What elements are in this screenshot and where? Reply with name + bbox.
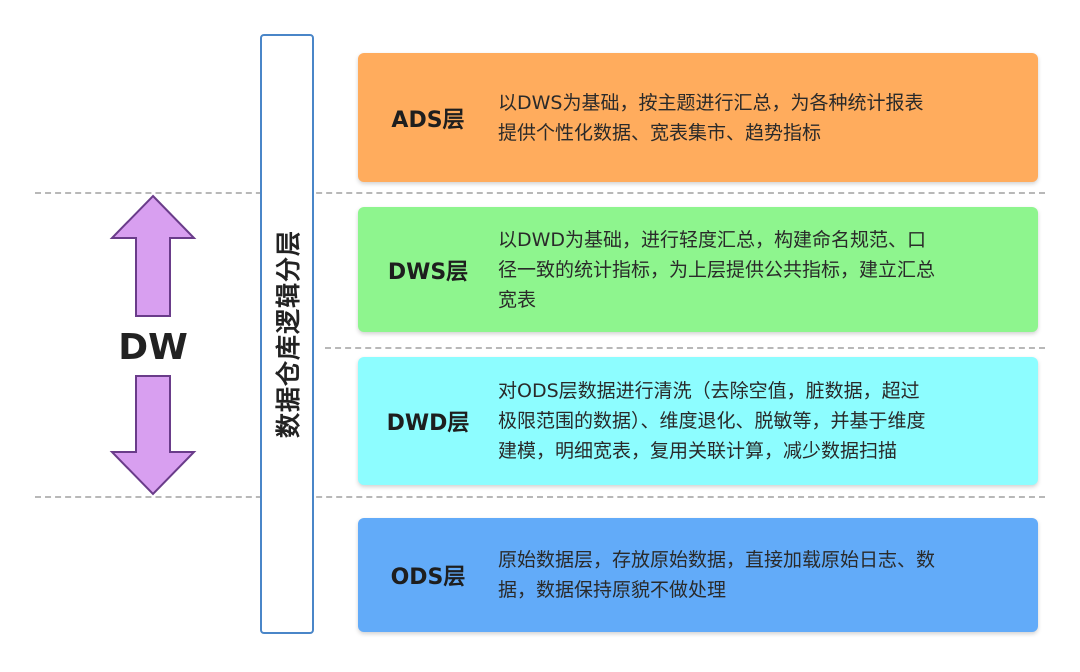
separator-line-dws-dwd <box>325 347 1045 349</box>
layer-name: DWD层 <box>386 411 470 436</box>
layer-dwd: DWD层 对ODS层数据进行清洗（去除空值，脏数据，超过极限范围的数据）、维度退… <box>358 357 1038 485</box>
layer-name: ODS层 <box>390 565 466 590</box>
layer-description: 原始数据层，存放原始数据，直接加载原始日志、数据，数据保持原貌不做处理 <box>498 549 936 601</box>
separator-line-ads-dws <box>35 192 1045 194</box>
layer-name: DWS层 <box>387 259 469 285</box>
side-label: 数据仓库逻辑分层 <box>274 229 303 439</box>
down-arrow-icon <box>109 375 197 496</box>
separator-line-dwd-ods <box>35 496 1045 498</box>
up-arrow-icon <box>109 194 197 317</box>
layer-description: 以DWD为基础，进行轻度汇总，构建命名规范、口径一致的统计指标，为上层提供公共指… <box>498 228 936 311</box>
layer-description: 以DWS为基础，按主题进行汇总，为各种统计报表提供个性化数据、宽表集市、趋势指标 <box>498 91 924 144</box>
layer-dws: DWS层 以DWD为基础，进行轻度汇总，构建命名规范、口径一致的统计指标，为上层… <box>358 207 1038 332</box>
logical-layering-box: 数据仓库逻辑分层 <box>260 34 314 634</box>
dw-label: DW <box>118 327 188 368</box>
layer-description: 对ODS层数据进行清洗（去除空值，脏数据，超过极限范围的数据）、维度退化、脱敏等… <box>498 380 926 462</box>
layer-ods: ODS层 原始数据层，存放原始数据，直接加载原始日志、数据，数据保持原貌不做处理 <box>358 518 1038 632</box>
layer-name: ADS层 <box>391 107 465 133</box>
layer-ads: ADS层 以DWS为基础，按主题进行汇总，为各种统计报表提供个性化数据、宽表集市… <box>358 53 1038 182</box>
